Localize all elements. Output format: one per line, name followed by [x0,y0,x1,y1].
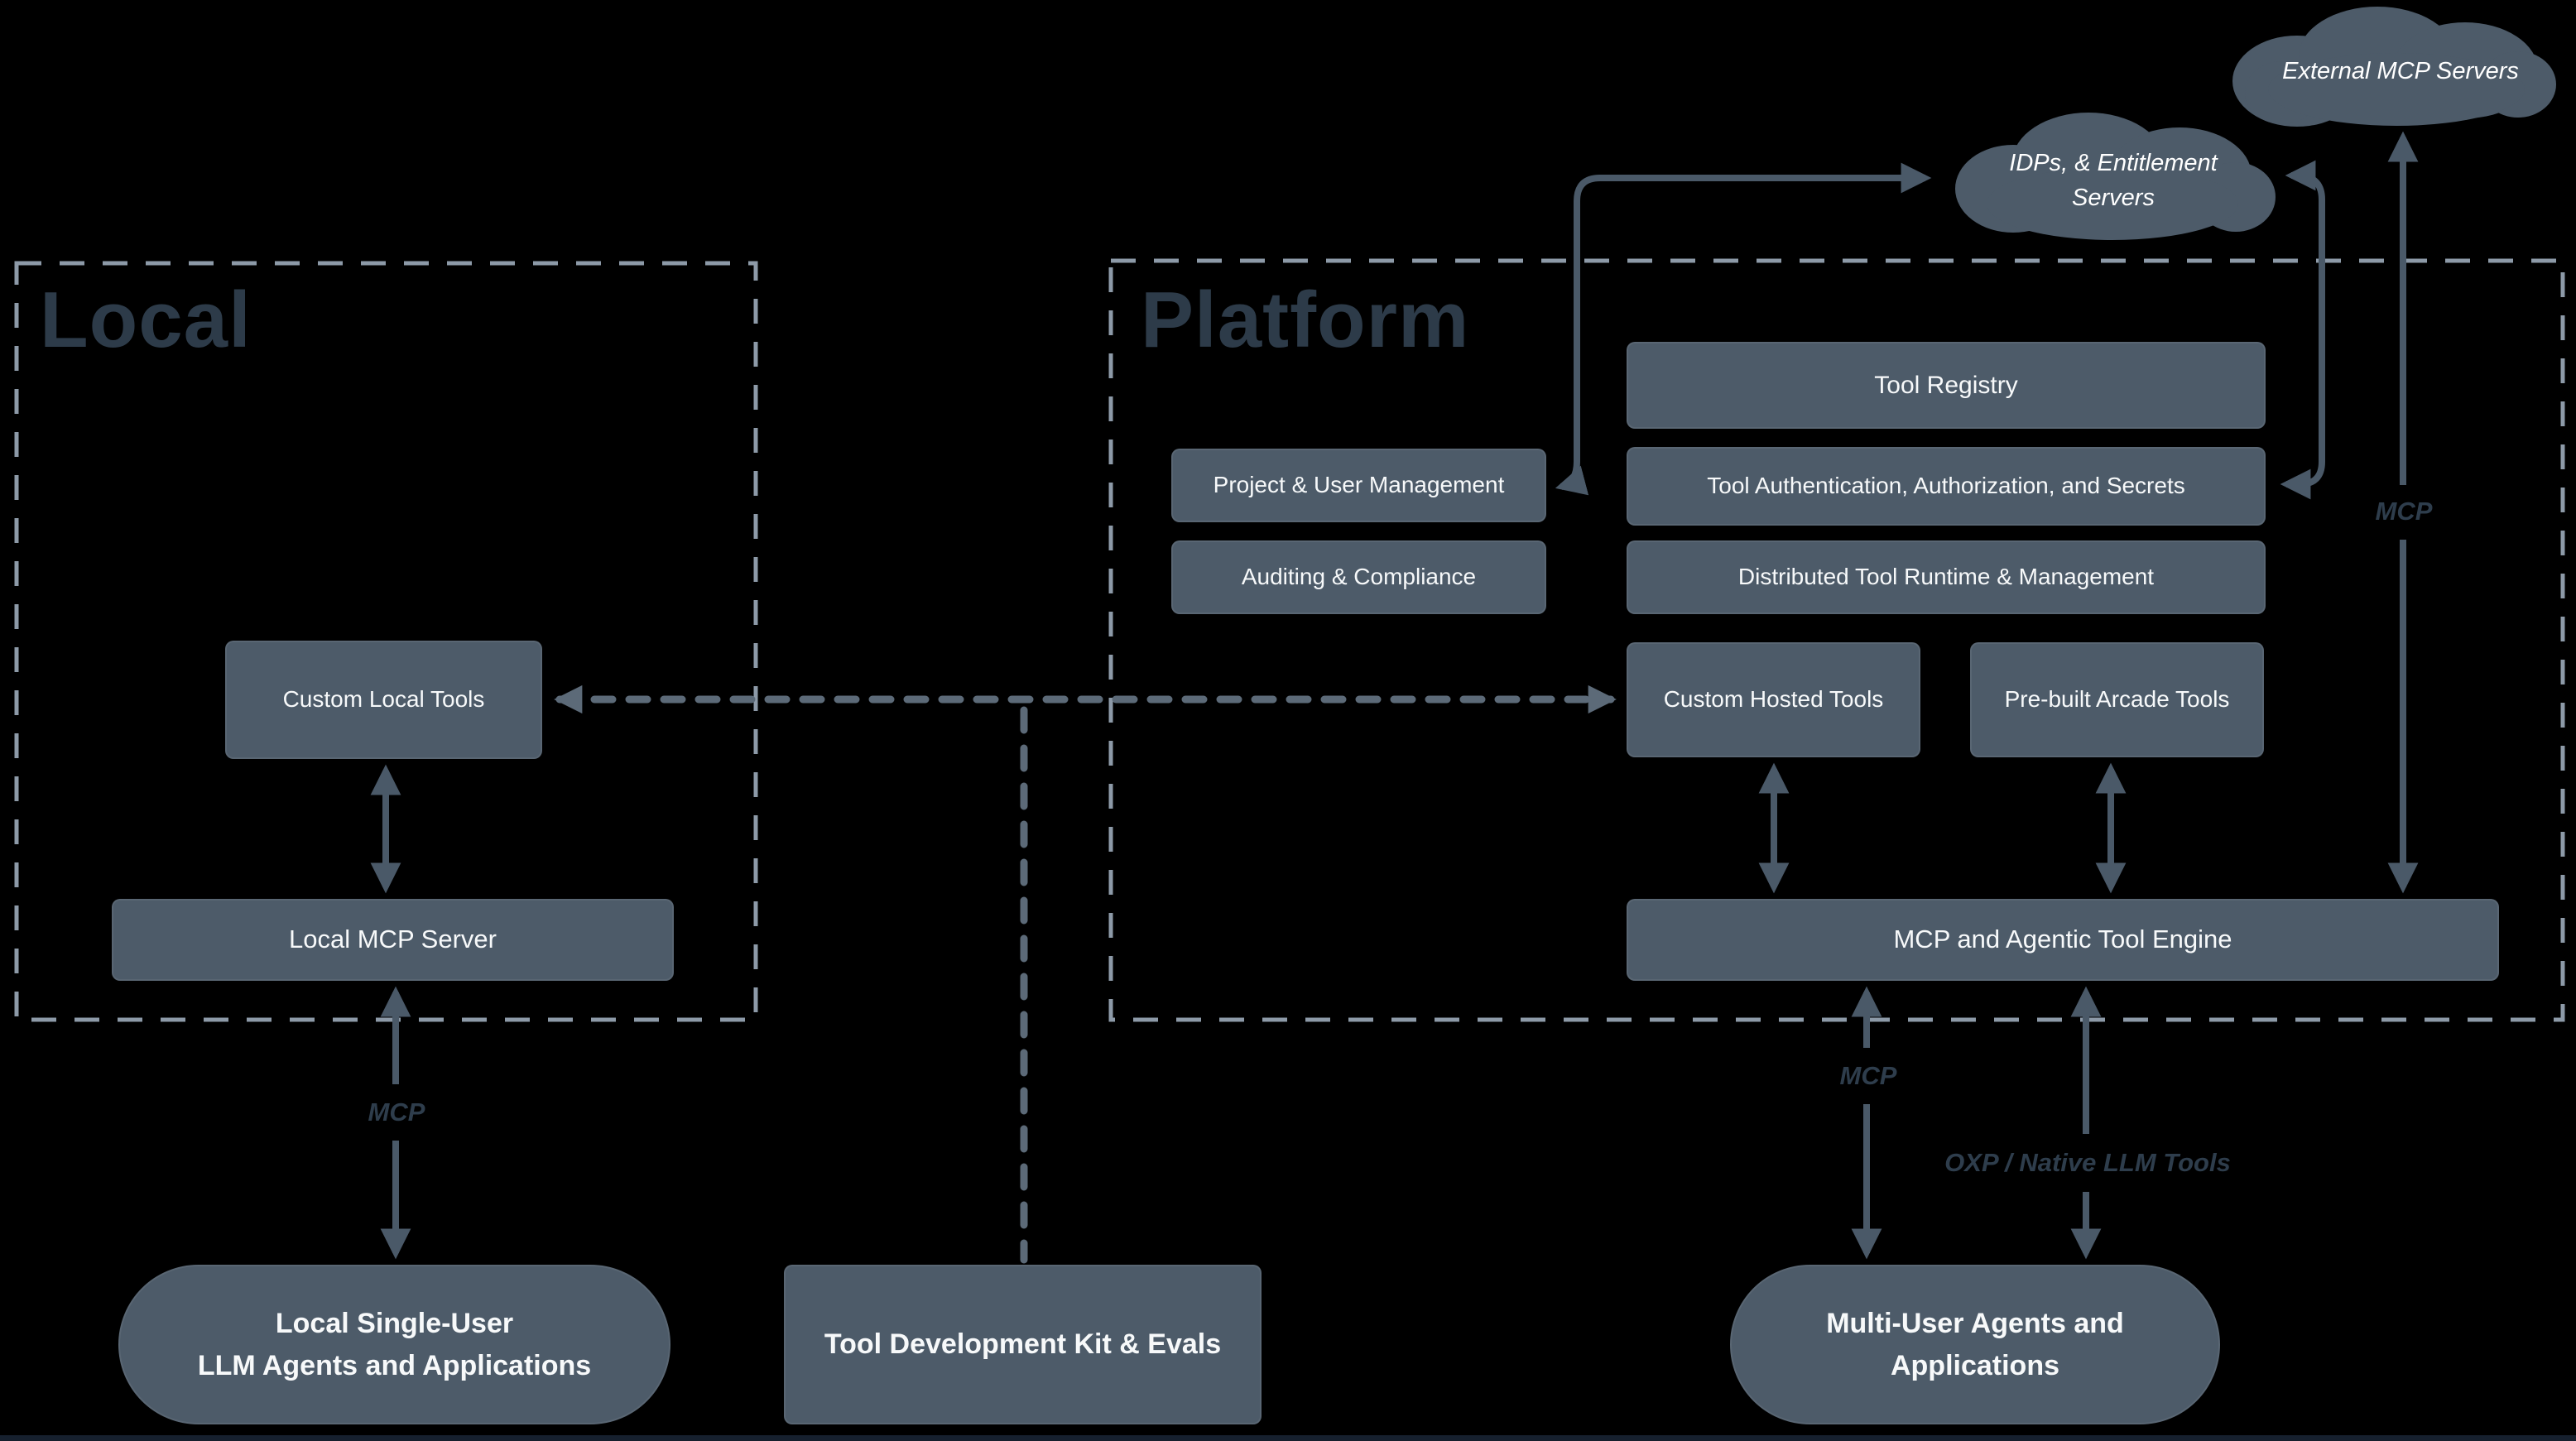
idps-cloud [1955,113,2276,240]
arrow-projectmgmt-idps [1555,162,1932,496]
idps-label: IDPs, & Entitlement Servers [2009,146,2217,215]
mcp-label-engine: MCP [1839,1061,1897,1090]
multi-user-agents-node: Multi-User Agents and Applications [1730,1265,2220,1424]
idps-label-line2: Servers [2072,185,2155,211]
prebuilt-arcade-tools-box: Pre-built Arcade Tools [1970,642,2264,757]
auditing-compliance-box: Auditing & Compliance [1171,540,1546,614]
multi-user-line1: Multi-User Agents and [1826,1307,2124,1339]
oxp-native-llm-tools-label: OXP / Native LLM Tools [1944,1148,2231,1177]
distributed-runtime-box: Distributed Tool Runtime & Management [1627,540,2266,614]
bottom-edge-strip [0,1435,2576,1441]
tool-registry-box: Tool Registry [1627,342,2266,429]
external-mcp-servers-cloud [2232,7,2556,127]
custom-hosted-tools-box: Custom Hosted Tools [1627,642,1920,757]
mcp-engine-box: MCP and Agentic Tool Engine [1627,899,2499,981]
mcp-label-external: MCP [2375,497,2433,526]
local-region-title: Local [40,276,252,364]
platform-region-border [1108,258,2565,1022]
local-single-user-line2: LLM Agents and Applications [197,1349,592,1381]
local-single-user-line1: Local Single-User [275,1307,514,1339]
external-mcp-servers-label: External MCP Servers [2282,57,2519,84]
platform-region-title: Platform [1141,276,1470,364]
idps-label-line1: IDPs, & Entitlement [2009,149,2218,176]
tool-dev-kit-box: Tool Development Kit & Evals [784,1265,1262,1424]
tool-auth-box: Tool Authentication, Authorization, and … [1627,447,2266,526]
arrow-idps-toolauth [2280,160,2325,500]
project-user-management-box: Project & User Management [1171,449,1546,522]
local-single-user-agents-node: Local Single-User LLM Agents and Applica… [118,1265,670,1424]
local-mcp-server-box: Local MCP Server [112,899,674,981]
custom-local-tools-box: Custom Local Tools [225,641,542,759]
multi-user-line2: Applications [1890,1349,2060,1381]
local-region-border [14,261,758,1022]
mcp-label-local: MCP [368,1098,425,1126]
